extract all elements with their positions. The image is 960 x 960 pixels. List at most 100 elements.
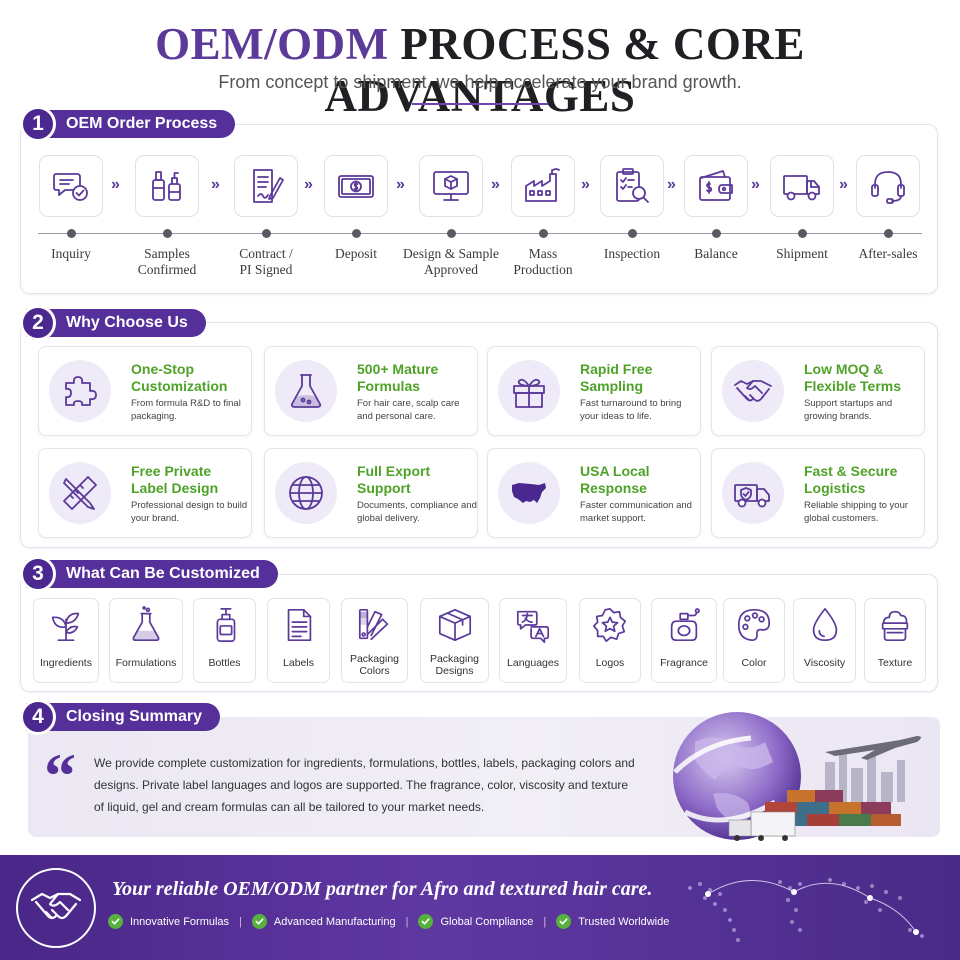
process-step-icon-box (770, 155, 834, 217)
process-step-label-line1: Shipment (776, 246, 828, 261)
handshake-icon (722, 360, 784, 422)
process-step-icon-box (511, 155, 575, 217)
chat-check-icon (51, 166, 91, 206)
footer-features: Innovative Formulas | Advanced Manufacturi… (108, 914, 669, 929)
process-step-label-line1: After-sales (858, 246, 918, 261)
customization-label: Ingredients (34, 657, 98, 669)
customization-label: Formulations (110, 657, 182, 669)
process-step-label: Inspection (577, 246, 687, 262)
process-step-label: Inquiry (16, 246, 126, 262)
footer-feature-label: Trusted Worldwide (578, 915, 670, 928)
timeline-dot (67, 229, 76, 238)
process-step-label: After-sales (833, 246, 943, 262)
step-arrow-icon: » (111, 176, 120, 193)
customization-label-line1: Ingredients (40, 657, 92, 669)
customization-label-line1: Formulations (115, 657, 177, 669)
footer-feature-label: Innovative Formulas (130, 915, 230, 928)
check-circle-icon (108, 914, 123, 929)
section-number: 3 (20, 556, 56, 592)
customization-label: Labels (268, 657, 329, 669)
customization-label-line1: Logos (595, 657, 625, 669)
customization-item: Languages (499, 598, 567, 683)
process-step-icon-box (324, 155, 388, 217)
section-number: 1 (20, 106, 56, 142)
advantage-title: Low MOQ & Flexible Terms (804, 361, 902, 394)
advantage-title: Rapid Free Sampling (580, 361, 653, 394)
customization-label-line1: Viscosity (803, 657, 846, 669)
process-step-label-line1: Inquiry (51, 246, 91, 261)
advantage-title: Full Export Support (357, 463, 431, 496)
advantage-title: One-Stop Customization (131, 361, 228, 394)
customization-item: Ingredients (33, 598, 99, 683)
step-arrow-icon: » (667, 176, 676, 193)
advantage-title: Free Private Label Design (131, 463, 219, 496)
timeline-dot (352, 229, 361, 238)
footer-feature: Global Compliance (418, 914, 533, 929)
process-step-label: Balance (661, 246, 771, 262)
step-arrow-icon: » (581, 176, 590, 193)
advantage-title: Fast & Secure Logistics (804, 463, 898, 496)
customization-label-line1: Color (741, 657, 767, 669)
footer-feature: Trusted Worldwide (556, 914, 669, 929)
contract-icon (246, 166, 286, 206)
monitor-box-icon (431, 166, 471, 206)
process-step-icon-box (135, 155, 199, 217)
timeline-dot (628, 229, 637, 238)
timeline-dot (884, 229, 893, 238)
footer-separator: | (405, 915, 409, 928)
section-badge-why: 2 Why Choose Us (20, 305, 206, 341)
globe-icon (275, 462, 337, 524)
customization-label: Logos (580, 657, 640, 669)
process-step-icon-box (684, 155, 748, 217)
advantage-description: Reliable shipping to your global custome… (804, 500, 909, 524)
customization-label-line1: Packaging (429, 653, 480, 665)
section-number: 2 (20, 305, 56, 341)
globe-logistics-illustration (673, 712, 921, 841)
advantage-title: 500+ Mature Formulas (357, 361, 439, 394)
process-step-label-line2: Approved (424, 262, 478, 277)
footer-feature-label: Global Compliance (440, 915, 534, 928)
process-step-label-line1: Contract / (239, 246, 293, 261)
customization-label-line1: Languages (507, 657, 559, 669)
flask-icon (275, 360, 337, 422)
customization-label: Languages (500, 657, 566, 669)
check-circle-icon (556, 914, 572, 929)
process-step-label-line2: Confirmed (137, 262, 197, 277)
banknote-icon (336, 166, 376, 206)
customization-item: Texture (864, 598, 926, 683)
section-title: Why Choose Us (66, 314, 188, 331)
clipboard-search-icon (612, 166, 652, 206)
customization-label-line1: Fragrance (660, 657, 708, 669)
step-arrow-icon: » (751, 176, 760, 193)
footer-separator: | (239, 915, 242, 928)
customization-label-line2: Colors (359, 665, 390, 677)
process-step-label-line1: Samples (144, 246, 190, 261)
process-step-icon-box (39, 155, 103, 217)
customization-label: Texture (865, 657, 925, 669)
step-arrow-icon: » (304, 176, 313, 193)
shield-truck-icon (722, 462, 784, 524)
advantage-description: Faster communication and market support. (580, 500, 692, 524)
footer-feature: Advanced Manufacturing (251, 914, 396, 929)
check-circle-icon (251, 914, 267, 929)
customization-item: Labels (267, 598, 330, 683)
customization-label-line2: Designs (435, 665, 474, 677)
footer-feature: Innovative Formulas (108, 914, 229, 929)
advantage-description: Fast turnaround to bring your ideas to l… (580, 398, 682, 422)
customization-label: Viscosity (794, 657, 855, 669)
handshake-emblem-icon (16, 868, 96, 948)
step-arrow-icon: » (491, 176, 500, 193)
process-timeline (38, 233, 922, 234)
header-underline (412, 103, 548, 105)
